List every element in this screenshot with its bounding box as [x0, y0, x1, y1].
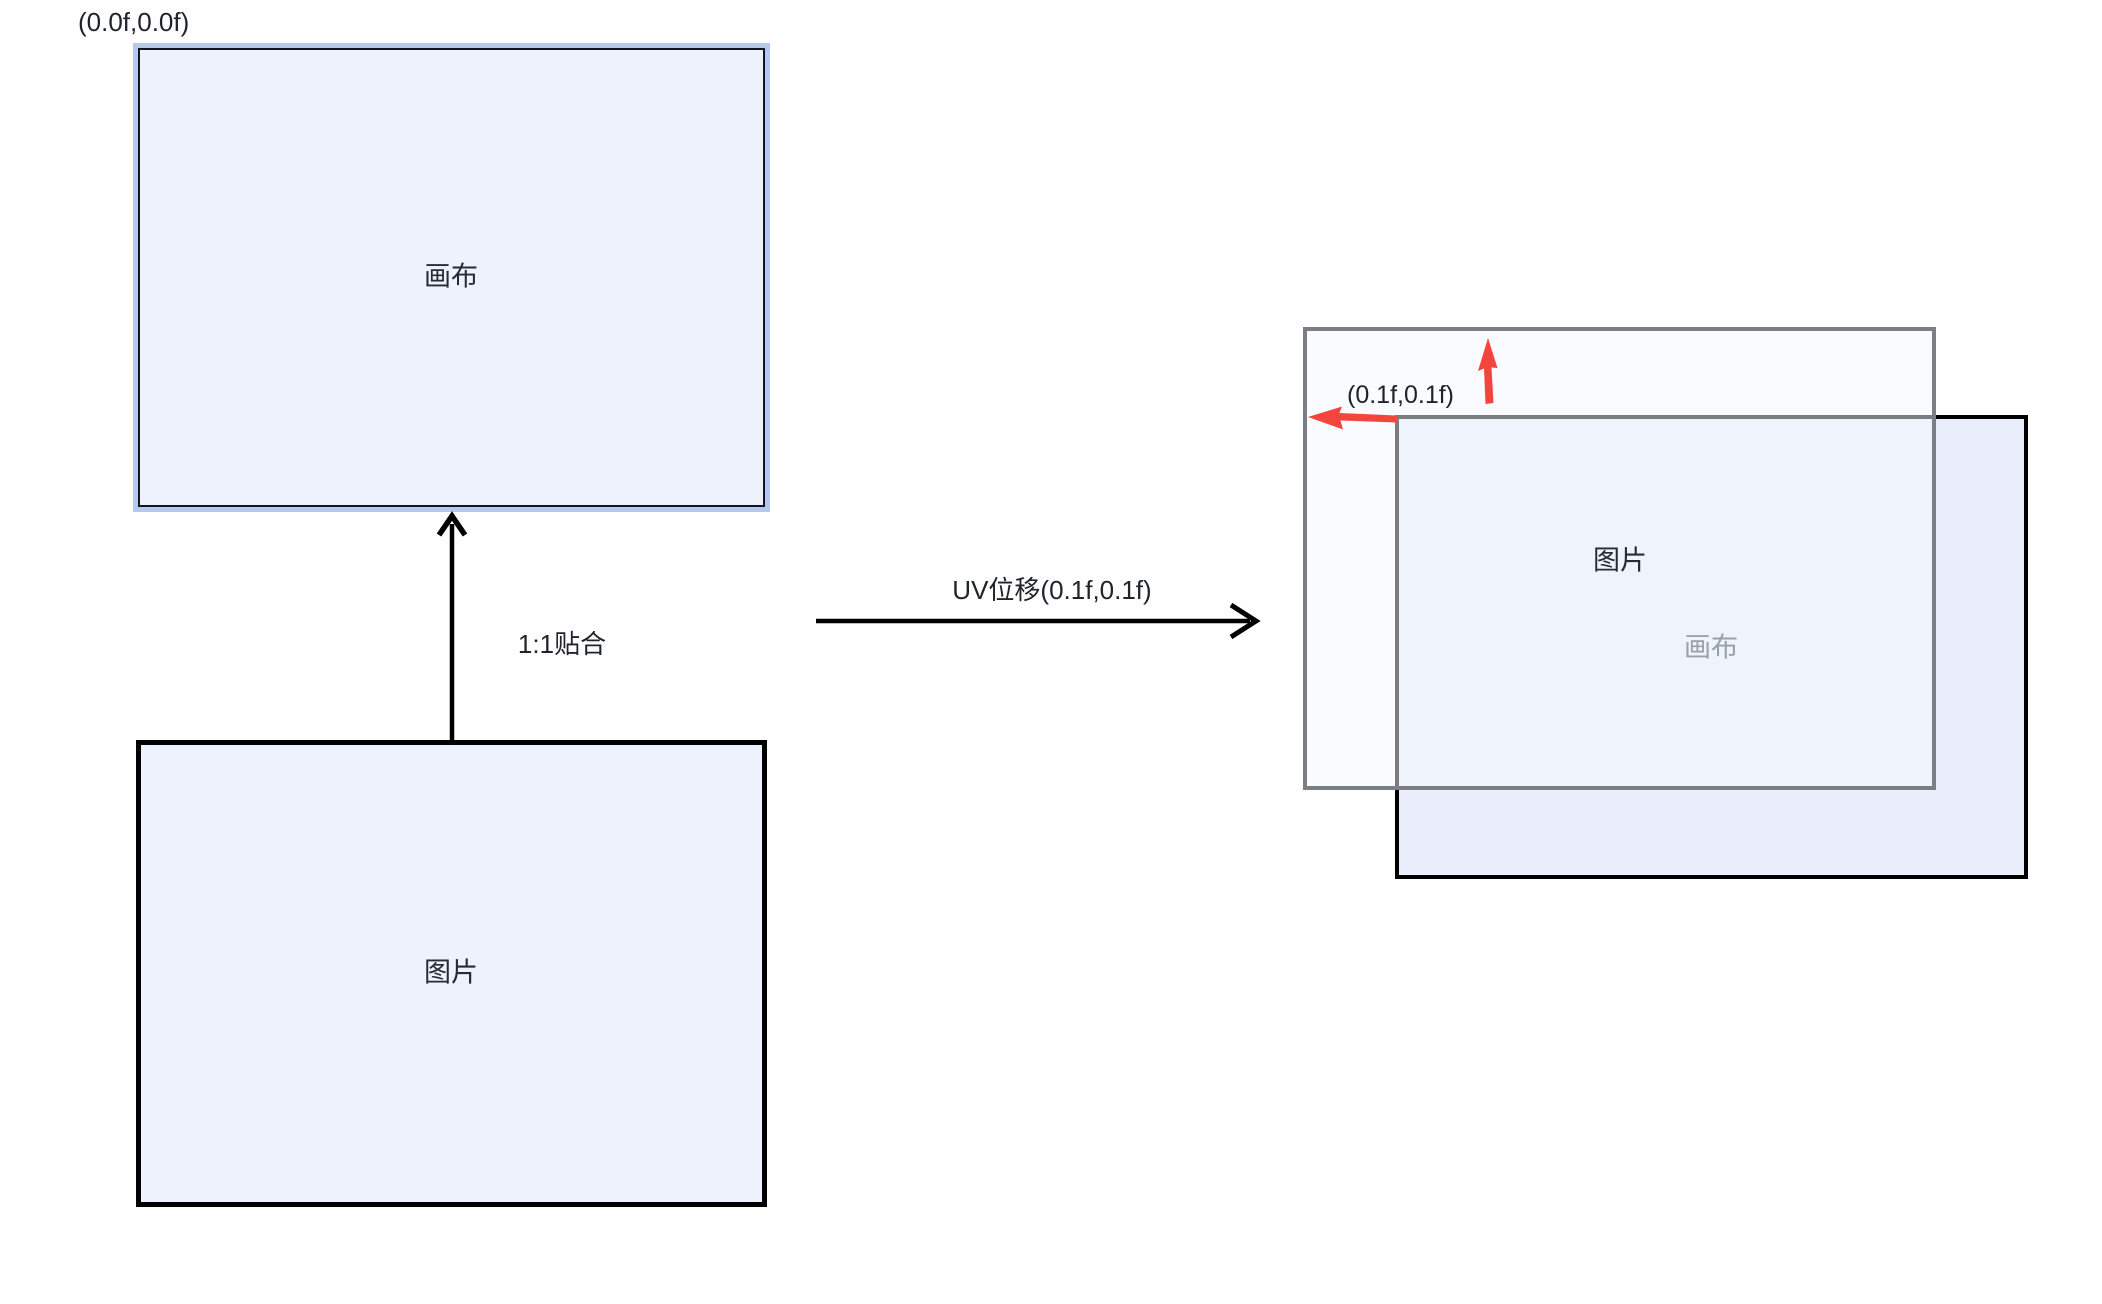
shifted-canvas-rect-label: 画布 [1684, 632, 1738, 663]
canvas-rect [138, 48, 765, 507]
image-rect [136, 740, 767, 1207]
origin-coordinate-label: (0.0f,0.0f) [78, 7, 190, 37]
fit-arrow-label: 1:1贴合 [517, 629, 607, 659]
uv-shift-arrow-label: UV位移(0.1f,0.1f) [952, 575, 1152, 605]
uv-shift-arrow [816, 602, 1261, 640]
image-rect-label: 图片 [424, 957, 478, 988]
offset-coordinate-label: (0.1f,0.1f) [1347, 381, 1454, 409]
canvas-rect-label: 画布 [424, 261, 478, 292]
shifted-image-rect-label: 图片 [1593, 545, 1647, 576]
fit-arrow [436, 511, 468, 744]
shifted-canvas-rect [1303, 327, 1936, 790]
